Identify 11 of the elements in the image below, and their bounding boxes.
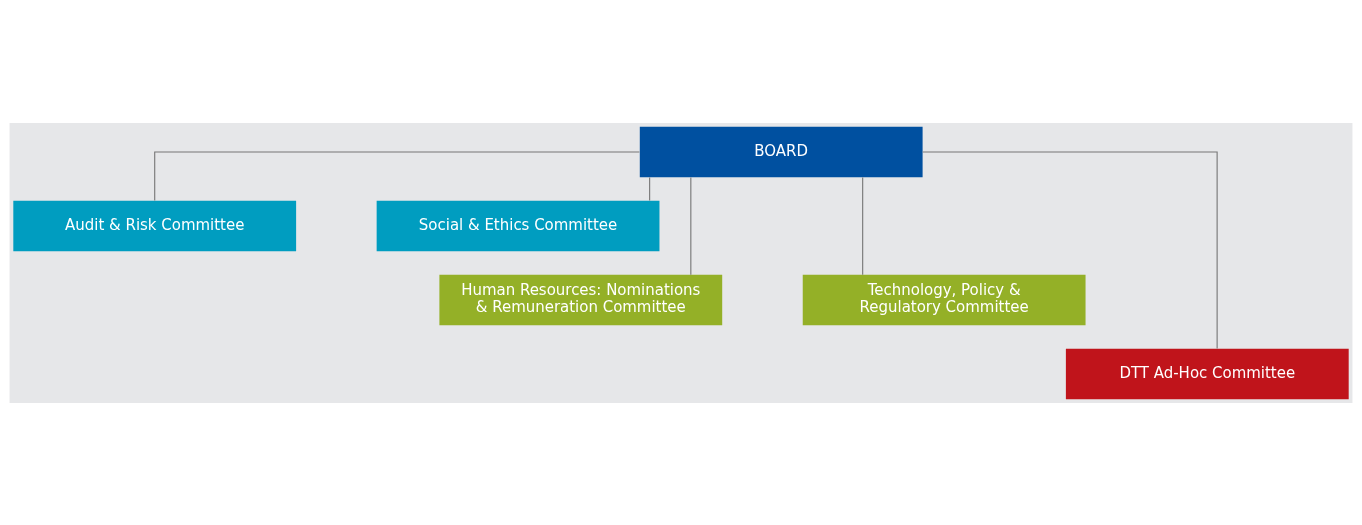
node-box: DTT Ad-Hoc Committee [1065,348,1349,399]
connector [862,176,864,275]
connector [649,176,651,201]
connector [690,176,692,275]
node-box: Human Resources: Nominations & Remuneration Committee [439,274,723,325]
node-box: Technology, Policy & Regulatory Committee [802,274,1086,325]
node-box: BOARD [639,126,923,177]
node-box: Social & Ethics Committee [376,200,660,251]
node-box: Audit & Risk Committee [13,200,297,251]
connector [154,150,640,201]
connector [922,150,1218,349]
